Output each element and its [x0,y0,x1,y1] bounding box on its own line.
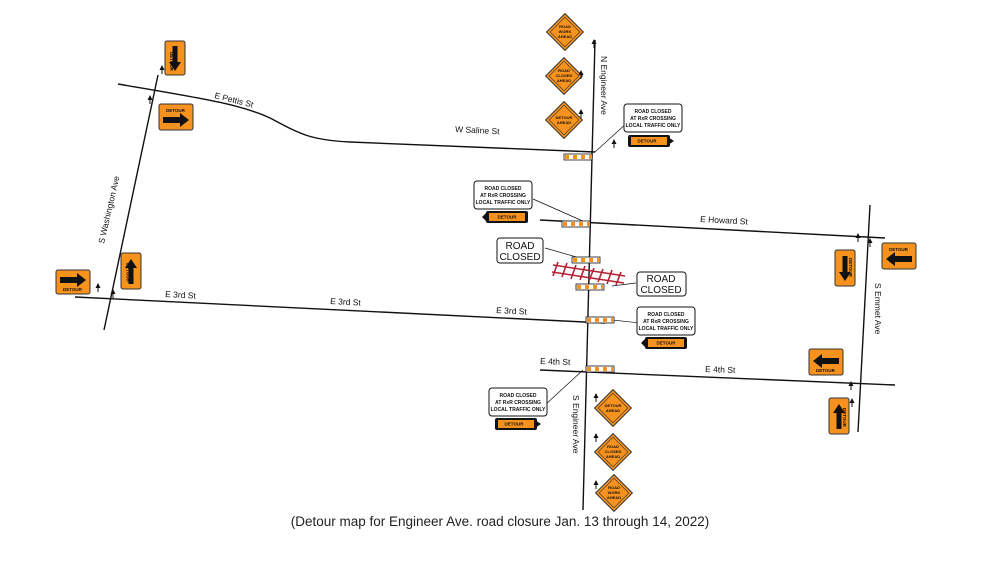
street-label-e-3rd-east: E 3rd St [496,305,528,317]
svg-text:DETOUR: DETOUR [842,408,847,428]
roads [74,39,896,511]
barricade-e-howard [561,220,591,228]
callout-sign-e-3rd: ROAD CLOSED AT RxR CROSSING LOCAL TRAFFI… [636,306,696,349]
svg-text:DETOUR: DETOUR [848,258,853,278]
svg-text:AT RxR CROSSING: AT RxR CROSSING [630,116,676,122]
svg-text:ROAD CLOSED: ROAD CLOSED [648,312,685,318]
svg-text:ROAD: ROAD [559,24,571,29]
detour-sign-emmet-4th-left: DETOUR [808,348,844,376]
road-s-emmet [857,204,871,433]
svg-text:ROAD CLOSED: ROAD CLOSED [485,186,522,192]
svg-text:DETOUR: DETOUR [498,215,518,220]
svg-text:LOCAL TRAFFIC ONLY: LOCAL TRAFFIC ONLY [639,326,694,332]
callout-sign-e-4th: ROAD CLOSED AT RxR CROSSING LOCAL TRAFFI… [488,387,548,430]
callout-sign-e-howard: ROAD CLOSED AT RxR CROSSING LOCAL TRAFFI… [473,180,533,223]
pole-markers [95,38,873,490]
barricade-w-saline [563,153,593,161]
street-label-e-4th-east: E 4th St [705,364,736,375]
barricade-rr-north [571,256,601,264]
detour-sign-washington-top: DETOUR [164,40,186,76]
svg-text:ROAD: ROAD [506,241,535,252]
barricade-e-4th [585,365,615,373]
svg-text:LOCAL TRAFFIC ONLY: LOCAL TRAFFIC ONLY [491,407,546,413]
svg-text:AHEAD: AHEAD [558,34,572,39]
street-label-n-engineer: N Engineer Ave [599,56,609,115]
road-engineer [582,39,596,511]
street-label-e-pettis: E Pettis St [214,90,256,109]
street-label-e-3rd-west: E 3rd St [165,289,197,301]
callout-sign-w-saline: ROAD CLOSED AT RxR CROSSING LOCAL TRAFFI… [623,103,683,147]
svg-text:CLOSED: CLOSED [605,449,622,454]
barricade-rr-south [575,283,605,291]
svg-text:DETOUR: DETOUR [556,115,573,120]
street-label-s-engineer: S Engineer Ave [571,395,581,454]
road-e-3rd [74,296,606,324]
svg-text:CLOSED: CLOSED [556,73,573,78]
svg-text:ROAD: ROAD [647,274,676,285]
svg-text:DETOUR: DETOUR [126,263,131,283]
road-closed-label-west: ROAD CLOSED [496,237,544,264]
svg-text:DETOUR: DETOUR [657,341,677,346]
detour-sign-emmet-howard-left: DETOUR [881,242,917,270]
svg-text:CLOSED: CLOSED [499,252,540,263]
svg-text:AHEAD: AHEAD [607,495,621,500]
svg-text:DETOUR: DETOUR [638,139,658,144]
svg-text:WORK: WORK [608,490,621,495]
svg-text:DETOUR: DETOUR [816,368,836,373]
street-label-w-saline: W Saline St [455,124,501,136]
svg-text:CLOSED: CLOSED [640,285,681,296]
street-label-e-4th-west: E 4th St [540,356,571,367]
diamond-sign-detour-ahead-south: DETOUR AHEAD [594,389,632,427]
road-e-howard [539,219,886,239]
svg-text:ROAD: ROAD [558,68,570,73]
svg-text:WORK: WORK [559,29,572,34]
svg-text:AT RxR CROSSING: AT RxR CROSSING [495,400,541,406]
svg-text:DETOUR: DETOUR [505,422,525,427]
detour-sign-emmet-up: DETOUR [828,397,850,435]
street-label-s-emmet: S Emmet Ave [873,283,883,335]
svg-text:DETOUR: DETOUR [605,403,622,408]
svg-text:AHEAD: AHEAD [557,78,571,83]
svg-text:DETOUR: DETOUR [166,108,186,113]
diamond-sign-detour-ahead-north: DETOUR AHEAD [545,101,583,139]
street-label-e-3rd-mid: E 3rd St [330,296,362,308]
svg-text:DETOUR: DETOUR [169,52,174,72]
svg-text:AHEAD: AHEAD [606,408,620,413]
detour-sign-washington-pettis: DETOUR [158,103,194,131]
svg-text:ROAD CLOSED: ROAD CLOSED [500,393,537,399]
diamond-sign-road-closed-ahead-north: ROAD CLOSED AHEAD [545,57,583,95]
street-label-e-howard: E Howard St [700,214,749,227]
svg-text:ROAD: ROAD [608,485,620,490]
leader-lines [532,121,641,406]
svg-text:LOCAL TRAFFIC ONLY: LOCAL TRAFFIC ONLY [476,200,531,206]
svg-text:AHEAD: AHEAD [557,120,571,125]
svg-text:AT RxR CROSSING: AT RxR CROSSING [643,319,689,325]
street-label-s-washington: S Washington Ave [96,175,121,245]
road-e-4th [539,369,896,386]
diamond-sign-road-work-ahead-south: ROAD WORK AHEAD [595,474,633,512]
svg-text:DETOUR: DETOUR [63,287,83,292]
svg-text:DETOUR: DETOUR [889,247,909,252]
road-e-pettis-w-saline [117,83,596,153]
detour-sign-emmet-down: DETOUR [834,249,856,287]
detour-sign-washington-3rd-up: DETOUR [120,252,142,290]
detour-sign-washington-3rd-right: DETOUR [55,269,91,295]
railroad-crossing [551,261,626,286]
road-closed-label-east: ROAD CLOSED [636,271,687,297]
svg-text:LOCAL TRAFFIC ONLY: LOCAL TRAFFIC ONLY [626,123,681,129]
svg-text:ROAD CLOSED: ROAD CLOSED [635,109,672,115]
map-caption: (Detour map for Engineer Ave. road closu… [290,514,710,529]
svg-text:AHEAD: AHEAD [606,454,620,459]
svg-text:AT RxR CROSSING: AT RxR CROSSING [480,193,526,199]
svg-text:ROAD: ROAD [607,444,619,449]
diamond-sign-road-work-ahead-north: ROAD WORK AHEAD [546,13,584,51]
road-s-washington [103,74,159,331]
barricade-e-3rd [585,316,615,324]
diamond-sign-road-closed-ahead-south: ROAD CLOSED AHEAD [594,433,632,471]
